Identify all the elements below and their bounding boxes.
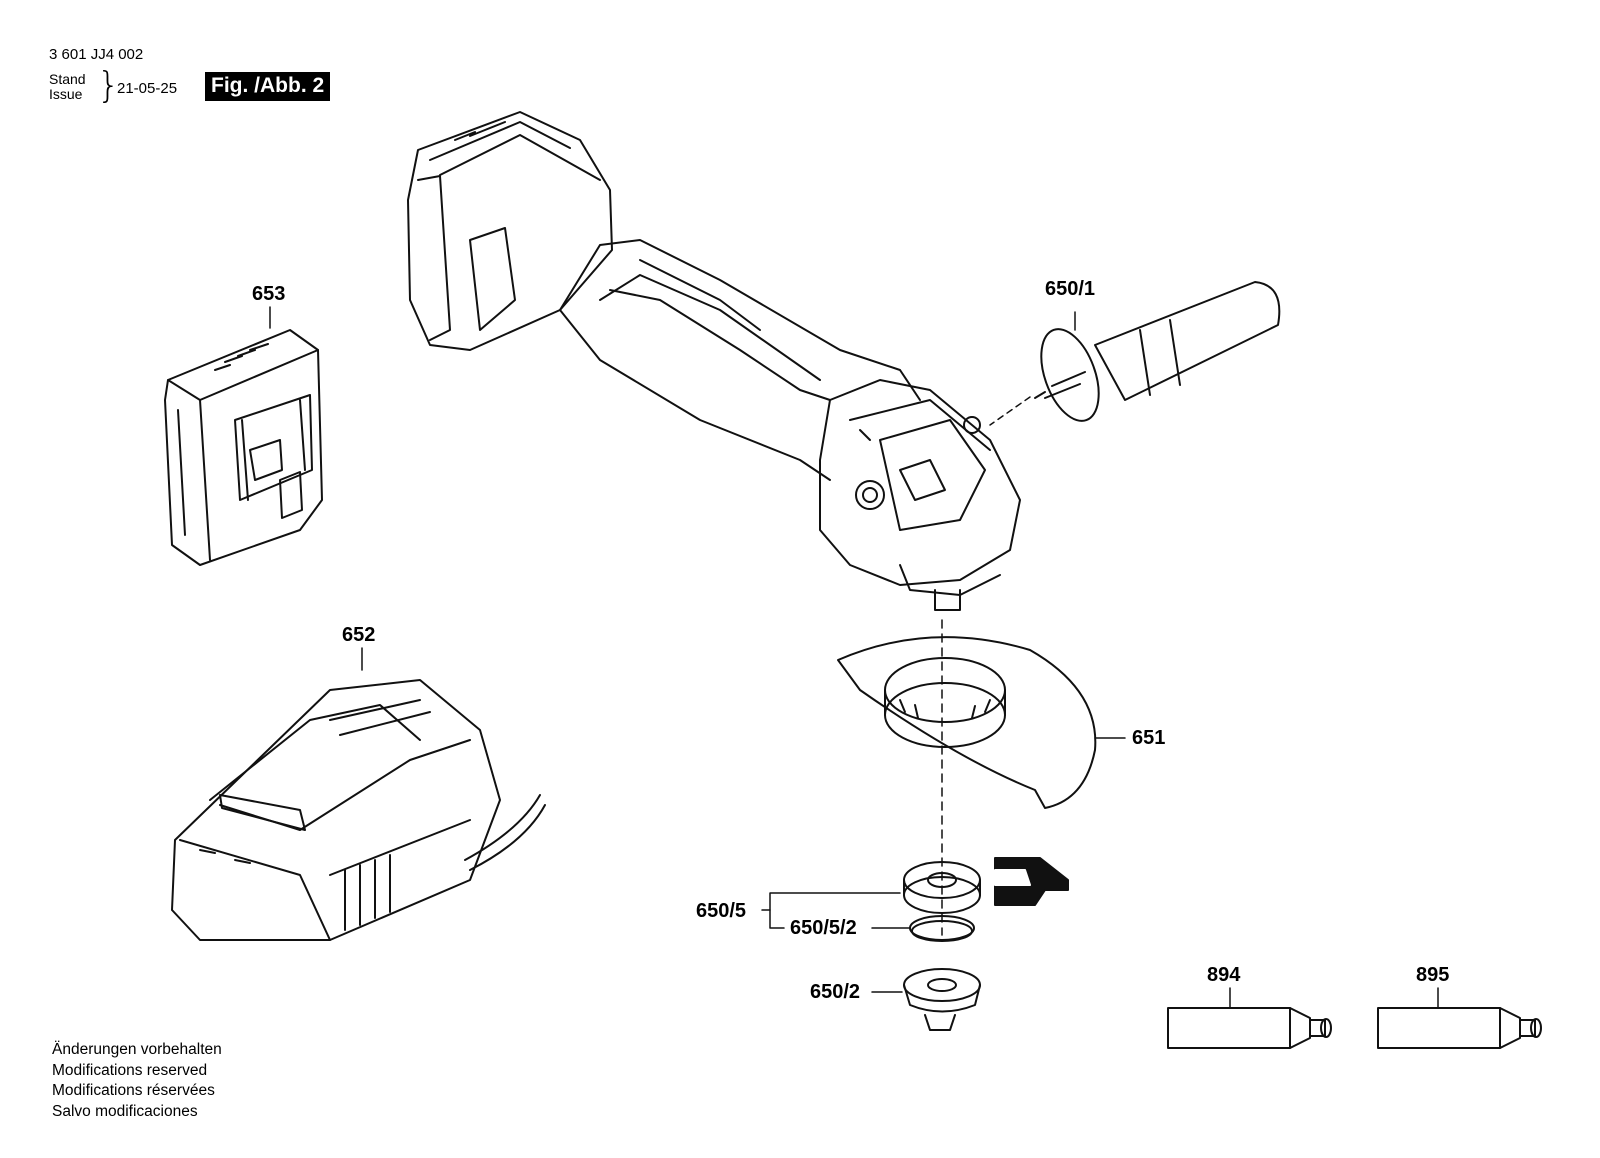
label-650-5-2: 650/5/2 <box>790 917 857 939</box>
label-895: 895 <box>1416 964 1450 986</box>
clamping-flange-drawing <box>903 857 1069 942</box>
label-894: 894 <box>1207 964 1241 986</box>
figure-badge: Fig. /Abb. 2 <box>205 72 331 101</box>
note-es: Salvo modificaciones <box>52 1102 198 1120</box>
stand-issue-label: Stand Issue <box>49 72 86 102</box>
battery-pack-drawing <box>164 329 323 566</box>
note-fr: Modifications réservées <box>52 1082 215 1099</box>
issue-date: 21-05-25 <box>117 80 178 97</box>
label-650-2: 650/2 <box>810 981 861 1003</box>
label-650-1: 650/1 <box>1045 278 1096 300</box>
auxiliary-handle-drawing <box>989 281 1281 426</box>
note-en: Modifications reserved <box>52 1061 208 1079</box>
leader-lines <box>269 306 1439 1009</box>
protection-guard-drawing <box>837 619 1126 936</box>
label-651: 651 <box>1132 727 1166 749</box>
label-650-5: 650/5 <box>696 900 747 922</box>
part-number: 3 601 JJ4 002 <box>49 46 144 63</box>
issue-label: Issue <box>49 86 83 102</box>
label-653: 653 <box>252 283 286 305</box>
charger-drawing <box>171 679 546 941</box>
clamping-nut-drawing <box>903 968 981 1031</box>
label-652: 652 <box>342 624 376 646</box>
stand-label: Stand <box>49 71 86 87</box>
note-de: Änderungen vorbehalten <box>52 1041 222 1058</box>
modification-notes: Änderungen vorbehalten Modifications res… <box>52 1040 222 1122</box>
angle-grinder-drawing <box>407 111 1021 611</box>
grease-tube-895-drawing <box>1377 1007 1542 1049</box>
grease-tube-894-drawing <box>1167 1007 1332 1049</box>
brace-icon: } <box>97 65 120 106</box>
